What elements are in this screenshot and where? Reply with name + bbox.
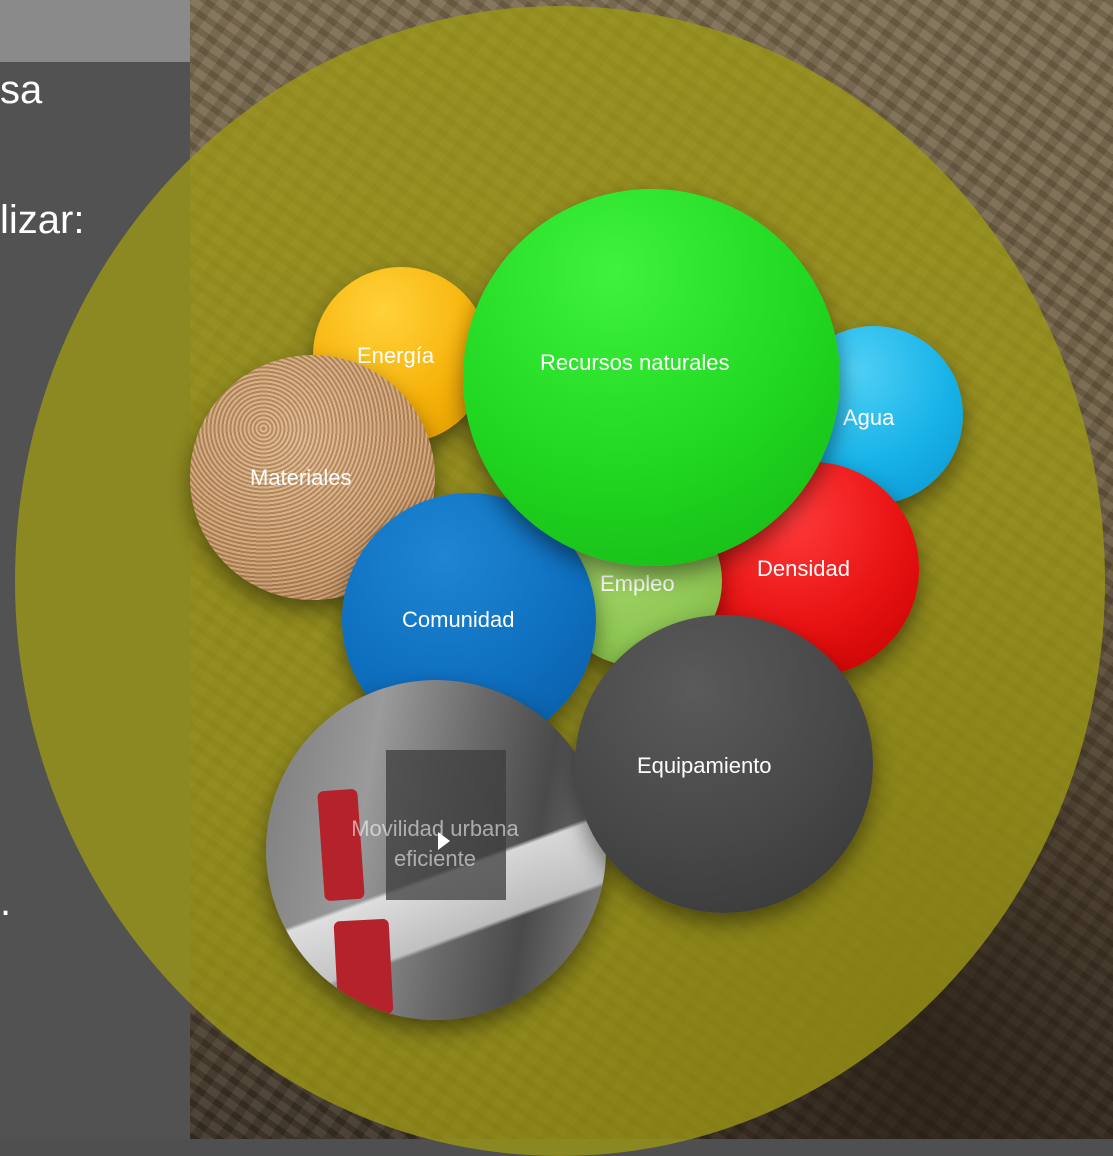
bus-station-image — [386, 750, 506, 900]
bubble-agua-label: Agua — [843, 405, 895, 430]
bubble-movilidad-label: Movilidad urbana eficiente — [351, 816, 519, 871]
bubble-movilidad: Movilidad urbana eficiente — [266, 680, 606, 1020]
bubble-equipamiento-label: Equipamiento — [637, 753, 772, 778]
left-text-line-3: . — [0, 880, 12, 924]
play-icon[interactable] — [438, 832, 450, 850]
bubble-recursos-naturales: Recursos naturales — [463, 189, 840, 566]
bus-image — [333, 918, 394, 1017]
bubble-equipamiento: Equipamiento — [575, 615, 873, 913]
bubble-empleo-label: Empleo — [600, 571, 675, 596]
bubble-recursos-naturales-label: Recursos naturales — [540, 350, 730, 375]
bubble-densidad-label: Densidad — [757, 556, 850, 581]
bubble-comunidad-label: Comunidad — [402, 607, 515, 632]
left-text-line-2: lizar: — [0, 198, 85, 242]
bubble-materiales-label: Materiales — [250, 465, 352, 490]
top-bar — [0, 0, 190, 62]
bubble-energia-label: Energía — [357, 343, 435, 368]
left-text-line-1: sa — [0, 68, 43, 112]
